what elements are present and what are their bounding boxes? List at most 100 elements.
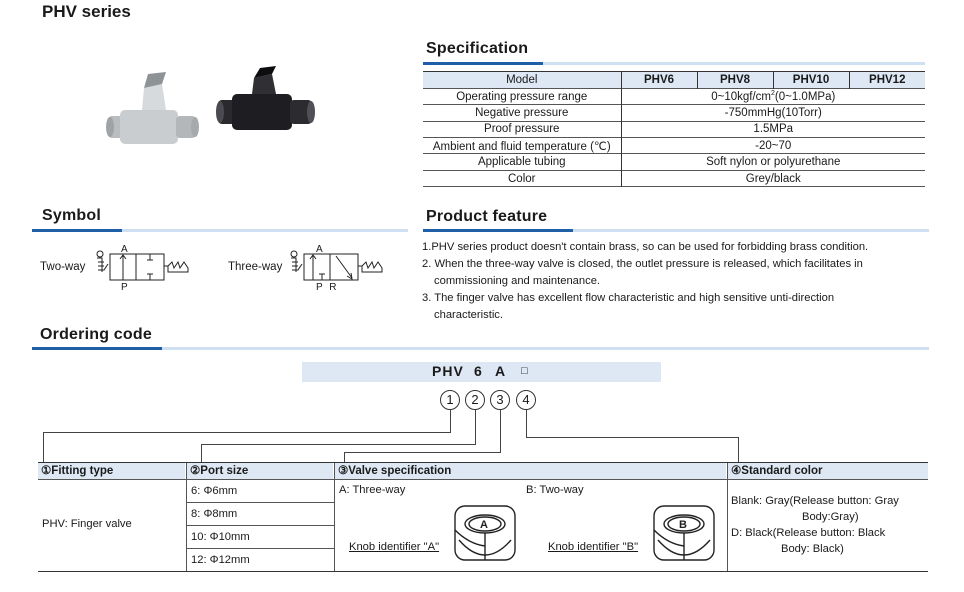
color-d-line2: Body: Black) bbox=[781, 543, 844, 555]
port-divider bbox=[187, 525, 334, 526]
spec-row: Proof pressure 1.5MPa bbox=[423, 121, 925, 138]
feature-underline bbox=[423, 229, 573, 232]
spec-row-label: Applicable tubing bbox=[477, 156, 566, 169]
symbol-underline-light bbox=[122, 229, 408, 232]
knob-a-letter: A bbox=[480, 519, 488, 531]
spec-col-phv8: PHV8 bbox=[696, 72, 773, 89]
code-bar bbox=[302, 362, 661, 382]
connector bbox=[201, 444, 476, 445]
knob-a-identifier: Knob identifier "A" bbox=[349, 541, 440, 553]
color-d-line1: D: Black(Release button: Black bbox=[731, 527, 886, 539]
two-way-label: Two-way bbox=[40, 261, 86, 273]
three-way-port-pr: P R bbox=[316, 282, 339, 293]
connector bbox=[344, 452, 345, 463]
port-divider bbox=[187, 548, 334, 549]
port-option: 8: Φ8mm bbox=[191, 508, 238, 520]
black-valve-image bbox=[216, 66, 315, 130]
spec-top-border bbox=[423, 71, 925, 72]
product-photo bbox=[106, 66, 315, 144]
ordering-underline-light bbox=[162, 347, 929, 350]
code-part-color: □ bbox=[521, 365, 529, 377]
feature-line-1: 1.PHV series product doesn't contain bra… bbox=[422, 241, 869, 253]
ord-col-border bbox=[186, 463, 187, 571]
ord-head-port: ②Port size bbox=[187, 463, 333, 479]
spec-row: Color Grey/black bbox=[423, 170, 925, 187]
feature-heading: Product feature bbox=[426, 208, 548, 225]
feature-line-3: commissioning and maintenance. bbox=[434, 275, 601, 287]
ord-bottom-border bbox=[38, 571, 928, 572]
three-way-port-a: A bbox=[316, 244, 323, 255]
fitting-value: PHV: Finger valve bbox=[42, 518, 132, 530]
spec-row-label: Negative pressure bbox=[475, 106, 569, 119]
connector bbox=[526, 437, 738, 438]
spec-row: Ambient and fluid temperature (℃) -20~70 bbox=[423, 137, 925, 154]
feature-underline-light bbox=[573, 229, 929, 232]
connector bbox=[344, 452, 501, 453]
port-divider bbox=[187, 502, 334, 503]
spec-row-value: Soft nylon or polyurethane bbox=[620, 153, 925, 171]
code-part-series: PHV bbox=[432, 363, 464, 379]
ordering-heading: Ordering code bbox=[40, 326, 152, 343]
feature-line-5: characteristic. bbox=[434, 309, 504, 321]
symbol-underline bbox=[32, 229, 122, 232]
valve-a-label: A: Three-way bbox=[339, 484, 406, 496]
code-circle-2: 2 bbox=[465, 390, 485, 410]
ord-col-border bbox=[727, 463, 728, 571]
feature-line-2: 2. When the three-way valve is closed, t… bbox=[422, 258, 863, 270]
spec-col-phv10: PHV10 bbox=[772, 72, 849, 89]
spec-col-phv12: PHV12 bbox=[848, 72, 925, 89]
port-option: 12: Φ12mm bbox=[191, 554, 250, 566]
port-option: 6: Φ6mm bbox=[191, 485, 238, 497]
valve-b-label: B: Two-way bbox=[526, 484, 584, 496]
connector bbox=[738, 437, 739, 463]
knob-b-letter: B bbox=[679, 519, 687, 531]
ordering-underline bbox=[32, 347, 162, 350]
spec-row-label: Ambient and fluid temperature (℃) bbox=[432, 140, 611, 153]
page-title: PHV series bbox=[42, 2, 131, 21]
port-option: 10: Φ10mm bbox=[191, 531, 250, 543]
ord-col-border bbox=[334, 463, 335, 571]
connector bbox=[201, 444, 202, 463]
symbol-heading: Symbol bbox=[42, 207, 101, 224]
color-blank-line1: Blank: Gray(Release button: Gray bbox=[731, 495, 899, 507]
code-circle-1: 1 bbox=[440, 390, 460, 410]
spec-underline-light bbox=[543, 62, 925, 65]
two-way-port-a: A bbox=[121, 244, 128, 255]
ord-head-border bbox=[38, 479, 928, 480]
spec-row-value: Grey/black bbox=[620, 170, 925, 187]
connector bbox=[43, 432, 44, 463]
spec-row-label: Color bbox=[508, 172, 536, 185]
connector bbox=[475, 410, 476, 444]
two-way-port-p: P bbox=[121, 282, 128, 293]
two-way-valve-symbol bbox=[96, 250, 189, 281]
spec-row: Applicable tubing Soft nylon or polyuret… bbox=[423, 153, 925, 171]
code-part-valve: A bbox=[495, 363, 507, 379]
ord-head-fitting: ①Fitting type bbox=[38, 463, 185, 479]
ord-head-color: ④Standard color bbox=[728, 463, 928, 479]
spec-row-value: 1.5MPa bbox=[620, 121, 925, 138]
spec-row-value: 0~10kgf/cm2(0~1.0MPa) bbox=[620, 88, 925, 105]
connector bbox=[43, 432, 451, 433]
feature-line-4: 3. The finger valve has excellent flow c… bbox=[422, 292, 835, 304]
spec-row-label: Operating pressure range bbox=[456, 90, 588, 103]
spec-underline bbox=[423, 62, 543, 65]
ord-top-border bbox=[38, 462, 928, 463]
spec-heading: Specification bbox=[426, 40, 529, 57]
knob-a-illustration: A bbox=[454, 505, 516, 561]
spec-row: Negative pressure -750mmHg(10Torr) bbox=[423, 104, 925, 122]
code-part-port: 6 bbox=[474, 363, 483, 379]
three-way-label: Three-way bbox=[228, 261, 283, 273]
three-way-valve-symbol bbox=[290, 250, 383, 281]
spec-row-value: -750mmHg(10Torr) bbox=[620, 104, 925, 122]
spec-col-phv6: PHV6 bbox=[620, 72, 697, 89]
connector bbox=[500, 410, 501, 452]
connector bbox=[450, 410, 451, 432]
color-blank-line2: Body:Gray) bbox=[802, 511, 859, 523]
spec-row-label: Proof pressure bbox=[484, 123, 560, 136]
grey-valve-image bbox=[106, 72, 199, 144]
spec-row-value: -20~70 bbox=[620, 137, 925, 154]
code-circle-3: 3 bbox=[490, 390, 510, 410]
spec-row: Operating pressure range 0~10kgf/cm2(0~1… bbox=[423, 88, 925, 105]
connector bbox=[526, 410, 527, 437]
ord-head-valve: ③Valve specification bbox=[335, 463, 726, 479]
